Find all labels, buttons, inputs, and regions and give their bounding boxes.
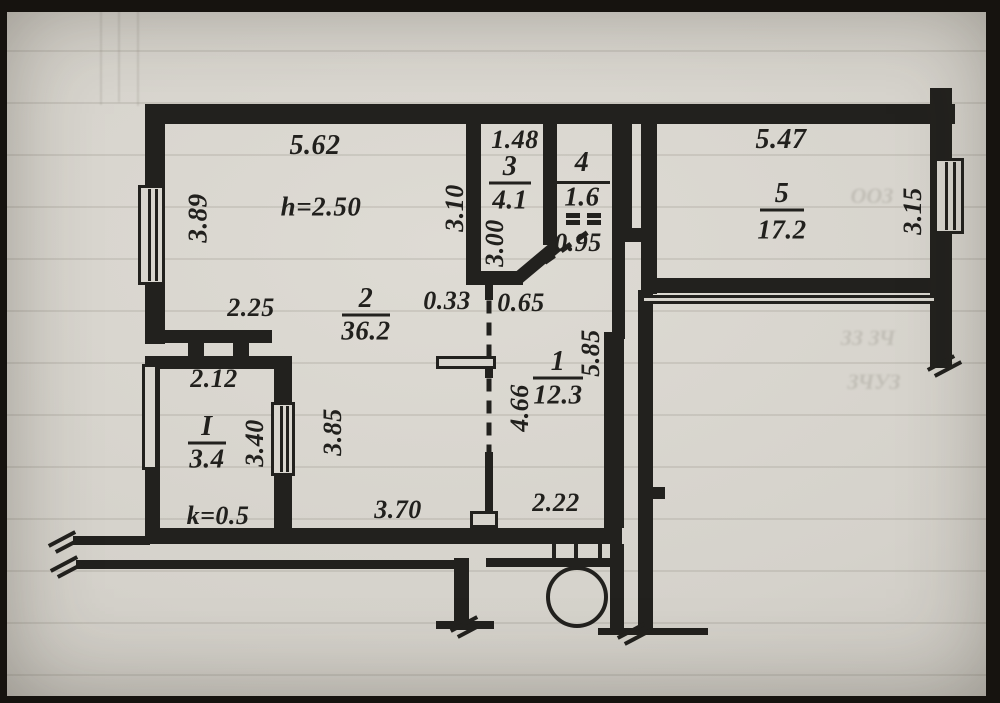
partition-dashed-upper bbox=[486, 300, 492, 356]
porch-left-wall bbox=[454, 558, 469, 630]
dimension-label: 3.85 bbox=[318, 408, 347, 456]
parapet-line bbox=[641, 295, 937, 304]
room4-divider-line bbox=[557, 181, 610, 184]
bleed-text: ООЗ bbox=[850, 183, 894, 208]
wall-below-connector bbox=[612, 242, 625, 339]
bleed-text: ЗЗ ЗЧ bbox=[840, 325, 896, 350]
room3-right-wall bbox=[543, 104, 557, 245]
corridor-right-wall bbox=[638, 290, 653, 635]
bleed-line bbox=[100, 0, 102, 105]
dimension-label: 3.40 bbox=[240, 419, 269, 467]
partition-dashed-lower bbox=[486, 378, 492, 452]
ground-line-right bbox=[598, 628, 708, 635]
dimension-label: 3.00 bbox=[480, 219, 509, 267]
room-number-room-5: 5 bbox=[774, 178, 790, 209]
dimension-label: 0.95 bbox=[554, 228, 602, 257]
room-number-room-4: 4 bbox=[574, 147, 590, 178]
room-area-balcony-I: 3.4 bbox=[189, 443, 225, 474]
room-number-room-2: 2 bbox=[358, 283, 374, 314]
entry-tick-b bbox=[574, 544, 578, 560]
room-number-balcony-I: I bbox=[201, 411, 213, 442]
window-balcony-right bbox=[271, 402, 295, 476]
window-room2-left bbox=[138, 185, 165, 285]
room1-right-wall bbox=[604, 332, 624, 528]
room-label-line-room-2 bbox=[342, 313, 390, 317]
porch-top-wall bbox=[486, 558, 614, 567]
dimension-label: 5.47 bbox=[755, 124, 807, 155]
dimension-label: 2.22 bbox=[532, 488, 580, 517]
bleed-line bbox=[118, 0, 120, 102]
room-label-line-room-1 bbox=[533, 376, 583, 380]
photo-frame-top bbox=[0, 0, 1000, 12]
window-pane-line bbox=[286, 406, 289, 472]
ext-wall-left-upper bbox=[73, 536, 150, 545]
partition-nub-mid bbox=[485, 366, 493, 378]
window-pane-line bbox=[953, 162, 956, 230]
stub-wall-hollow bbox=[436, 356, 496, 369]
entry-tick-a bbox=[552, 544, 556, 560]
wall-bottom-main bbox=[145, 528, 622, 544]
window-balcony-left bbox=[142, 364, 158, 470]
dimension-label: 4.66 bbox=[505, 384, 534, 432]
dimension-label: 3.15 bbox=[898, 187, 927, 235]
dimension-label: 0.65 bbox=[497, 288, 545, 317]
partition-nub-top bbox=[485, 285, 493, 300]
balcony-top-wall bbox=[145, 356, 292, 369]
room3-left-wall bbox=[466, 104, 481, 285]
dimension-label: 5.62 bbox=[289, 130, 341, 161]
window-jamb-a bbox=[188, 343, 204, 357]
room-area-room-3: 4.1 bbox=[492, 184, 528, 215]
room-area-room-2: 36.2 bbox=[341, 315, 391, 346]
dimension-label: 3.89 bbox=[182, 193, 213, 243]
apt-right-wall-upper bbox=[612, 104, 632, 228]
dimension-label: h=2.50 bbox=[280, 191, 362, 222]
column-circle bbox=[546, 566, 608, 628]
partition-solid-lower bbox=[485, 452, 493, 528]
photo-frame-right bbox=[986, 0, 1000, 703]
room-label-line-room-3 bbox=[489, 181, 531, 185]
wall-left-step bbox=[145, 330, 272, 343]
window-pane-line bbox=[280, 406, 283, 472]
ext-wall-left-lower bbox=[76, 560, 458, 569]
doorstep-notch bbox=[470, 511, 498, 528]
dimension-label: 0.33 bbox=[423, 286, 471, 315]
room-label-line-room-5 bbox=[760, 208, 804, 212]
dimension-label: 1.48 bbox=[491, 125, 539, 154]
room-number-room-3: 3 bbox=[502, 151, 518, 182]
dimension-label: k=0.5 bbox=[186, 501, 250, 530]
room4-door-dash-b bbox=[566, 219, 606, 225]
dimension-label: 3.10 bbox=[440, 184, 469, 232]
window-jamb-b bbox=[233, 343, 249, 357]
room-area-room-4: 1.6 bbox=[564, 181, 600, 212]
dimension-label: 2.25 bbox=[227, 293, 275, 322]
photo-frame-left bbox=[0, 0, 7, 703]
corridor-wall-notch bbox=[651, 487, 665, 499]
photo-frame-bottom bbox=[0, 696, 1000, 703]
window-pane-line bbox=[155, 189, 158, 281]
room3-bottom-wall bbox=[466, 271, 523, 285]
entry-tick-c bbox=[598, 544, 602, 560]
room-area-room-5: 17.2 bbox=[757, 214, 807, 245]
window-room5-right bbox=[934, 158, 964, 234]
dimension-label: 5.85 bbox=[576, 329, 605, 377]
room-number-room-1: 1 bbox=[550, 346, 566, 377]
bleed-line bbox=[137, 0, 139, 106]
room-area-room-1: 12.3 bbox=[533, 379, 583, 410]
room-label-line-balcony-I bbox=[188, 441, 226, 445]
room5-left-wall bbox=[641, 104, 657, 294]
room5-bottom-wall bbox=[641, 278, 937, 293]
window-pane-line bbox=[148, 189, 151, 281]
bleed-text: ЗЧУЗ bbox=[847, 369, 901, 394]
window-pane-line bbox=[945, 162, 948, 230]
dimension-label: 2.12 bbox=[190, 364, 238, 393]
dimension-label: 3.70 bbox=[374, 495, 422, 524]
room4-door-dash-a bbox=[566, 212, 606, 218]
